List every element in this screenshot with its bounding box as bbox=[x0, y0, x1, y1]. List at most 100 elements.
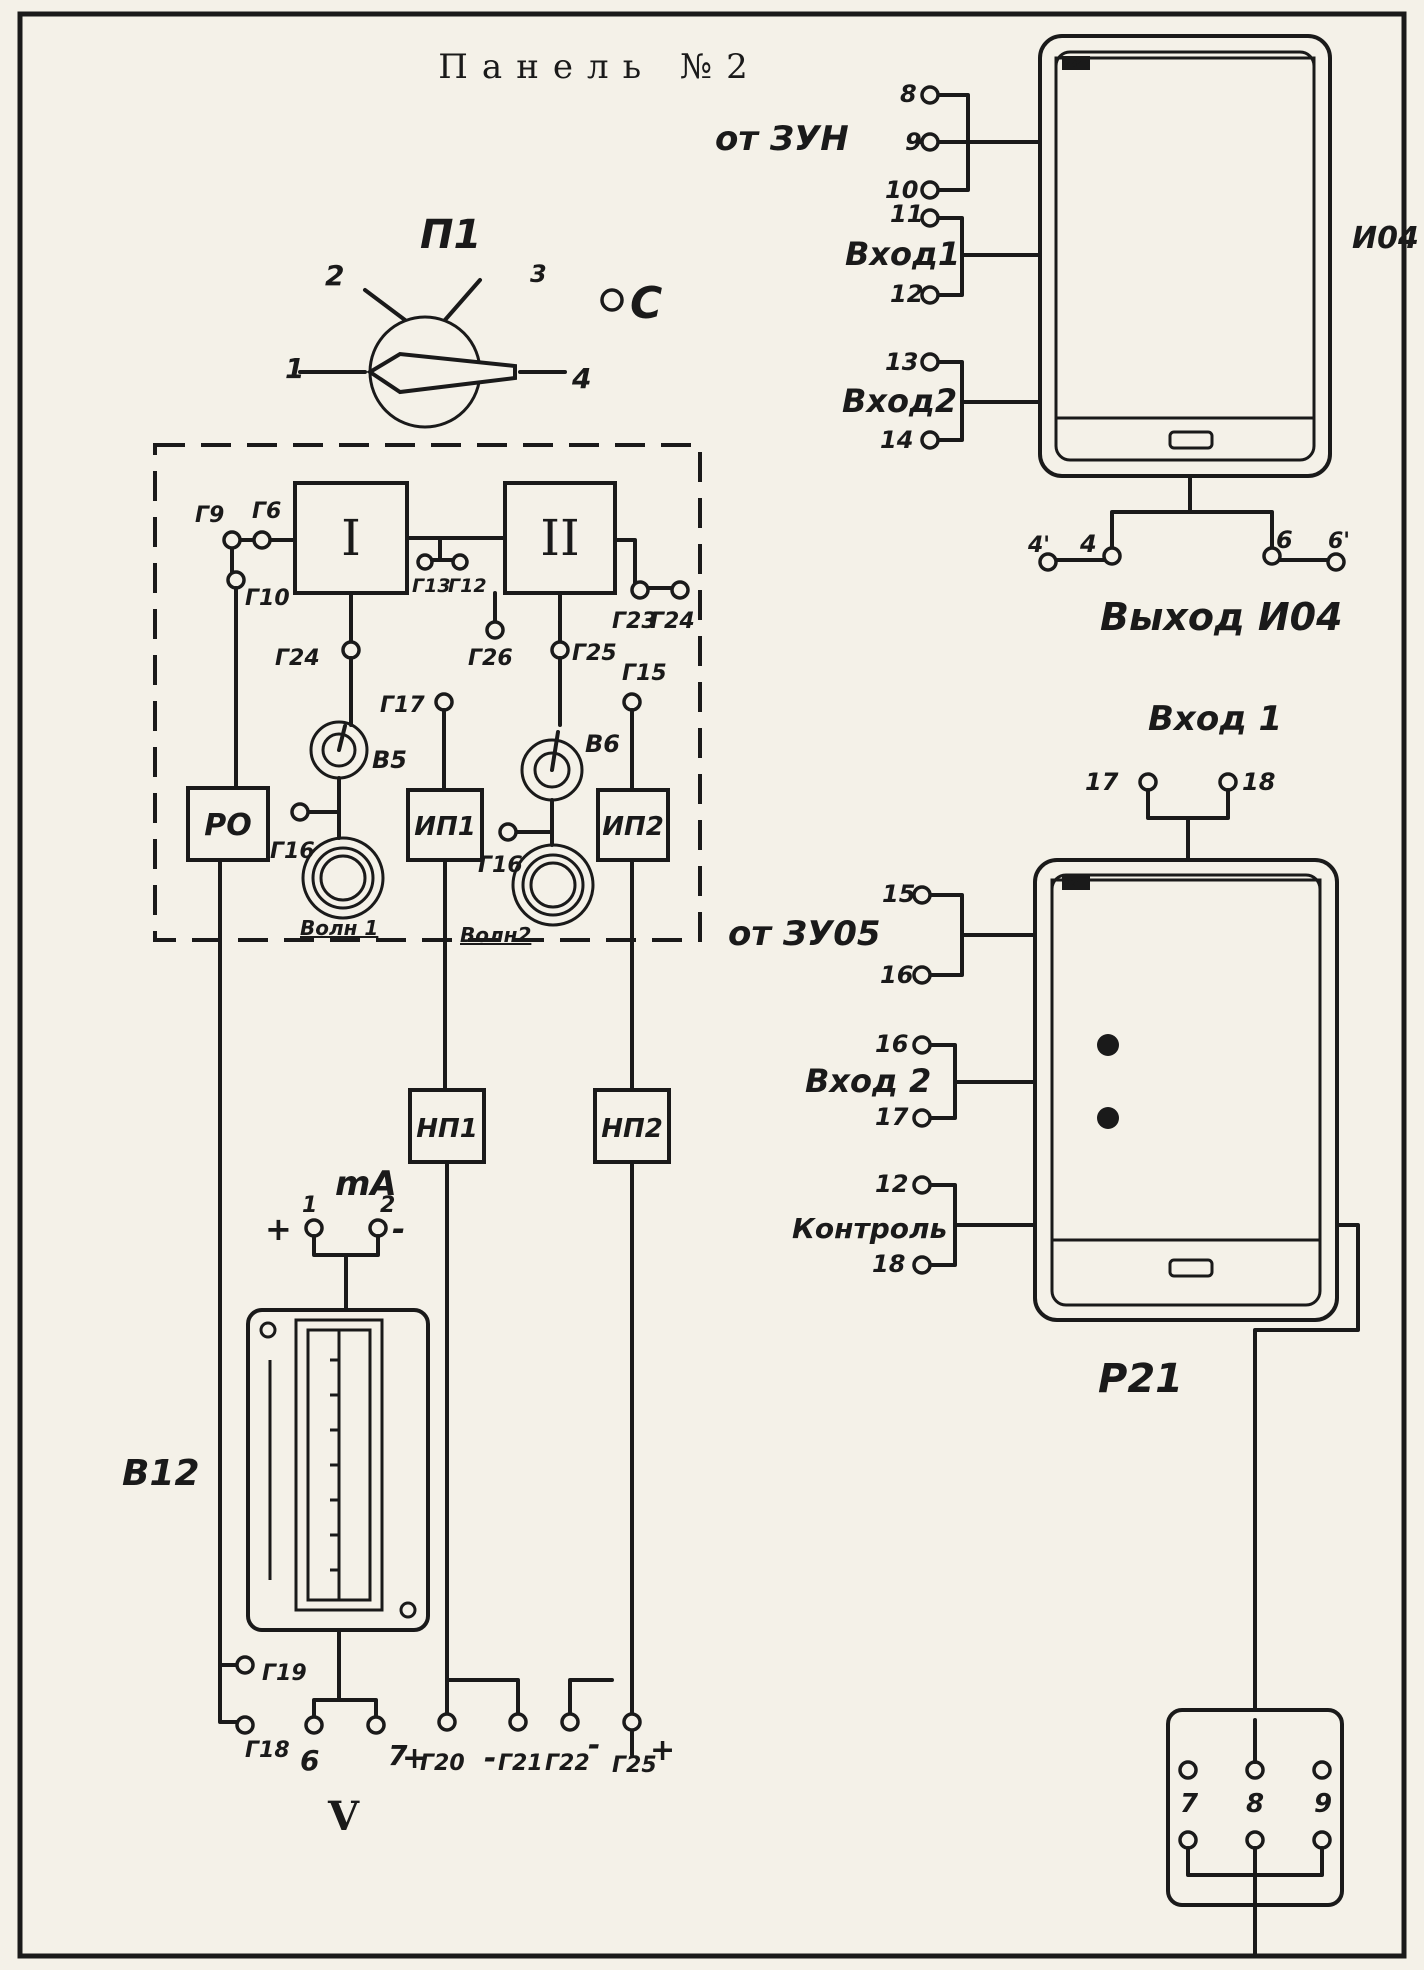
p21-term-18-top-num: 18 bbox=[1242, 768, 1275, 796]
unit-2-label: II bbox=[540, 509, 580, 567]
jack-g16b[interactable] bbox=[498, 822, 518, 842]
jack-g24[interactable] bbox=[670, 580, 690, 600]
label-g22: Г22 bbox=[545, 1751, 590, 1776]
p21-term-15[interactable] bbox=[912, 885, 932, 905]
jack-g12[interactable] bbox=[451, 553, 469, 571]
ip2-label: ИП2 bbox=[602, 812, 664, 842]
wire-g18 bbox=[218, 1668, 240, 1724]
p21-term-18[interactable] bbox=[912, 1255, 932, 1275]
connector-789[interactable] bbox=[1166, 1708, 1344, 1907]
i04-out-6-num: 6 bbox=[1276, 526, 1293, 554]
sign-plus-25: + bbox=[650, 1733, 675, 1768]
sign-minus-22: - bbox=[588, 1728, 600, 1763]
jack-g21[interactable] bbox=[508, 1712, 528, 1732]
np2-label: НП2 bbox=[601, 1114, 663, 1144]
jack-g18[interactable] bbox=[235, 1715, 255, 1735]
label-g20: Г20 bbox=[420, 1751, 465, 1776]
jack-g17[interactable] bbox=[434, 692, 454, 712]
i04-term-11[interactable] bbox=[920, 208, 940, 228]
jack-g9[interactable] bbox=[222, 530, 242, 550]
jack-g10[interactable] bbox=[226, 570, 246, 590]
jack-g26[interactable] bbox=[485, 620, 505, 640]
i04-source-label: от ЗУН bbox=[715, 119, 849, 159]
jack-g25b[interactable] bbox=[622, 1712, 642, 1732]
wire-p21-connector bbox=[1253, 1223, 1360, 1722]
ma-plus: + bbox=[265, 1210, 292, 1248]
jack-g20[interactable] bbox=[437, 1712, 457, 1732]
selector-switch[interactable]: П1 1 2 3 4 С bbox=[285, 212, 662, 429]
p21-term-17[interactable] bbox=[912, 1108, 932, 1128]
i04-term-10-num: 10 bbox=[885, 176, 918, 204]
switch-pos-1: 1 bbox=[285, 352, 304, 385]
i04-name: И04 bbox=[1352, 221, 1419, 256]
i04-out-term-4[interactable] bbox=[1102, 546, 1122, 566]
np1-label: НП1 bbox=[416, 1114, 478, 1144]
jack-g24b[interactable] bbox=[341, 640, 361, 660]
i04-term-10[interactable] bbox=[920, 180, 940, 200]
p21-term-17-num: 17 bbox=[875, 1103, 909, 1131]
i04-term-14[interactable] bbox=[920, 430, 940, 450]
i04-term-14-num: 14 bbox=[880, 426, 913, 454]
switch-lead-3 bbox=[443, 278, 482, 322]
label-lamp1: Волн 1 bbox=[300, 916, 378, 940]
jack-g25[interactable] bbox=[550, 640, 570, 660]
ro-label: РО bbox=[204, 808, 252, 843]
p21-term-16b[interactable] bbox=[912, 1035, 932, 1055]
p21-term-18-top[interactable] bbox=[1218, 772, 1238, 792]
jack-g6[interactable] bbox=[252, 530, 272, 550]
i04-term-11-num: 11 bbox=[890, 200, 923, 228]
i04-out-4-num: 4 bbox=[1079, 530, 1097, 558]
toggle-b5[interactable] bbox=[309, 720, 369, 780]
i04-term-8[interactable] bbox=[920, 85, 940, 105]
v-term-7[interactable] bbox=[366, 1715, 386, 1735]
device-p21 bbox=[1033, 858, 1339, 1322]
p21-term-16a[interactable] bbox=[912, 965, 932, 985]
label-lamp2: Волн2 bbox=[460, 923, 531, 947]
i04-term-8-num: 8 bbox=[900, 80, 917, 108]
ma-term-1[interactable] bbox=[304, 1218, 324, 1238]
label-g15: Г15 bbox=[622, 661, 667, 686]
ma-term-2[interactable] bbox=[368, 1218, 388, 1238]
jack-g19[interactable] bbox=[235, 1655, 255, 1675]
connector-term-9: 9 bbox=[1314, 1789, 1332, 1819]
label-g24: Г24 bbox=[650, 609, 695, 634]
sheet-border bbox=[17, 11, 1407, 1959]
i04-out-term-6p[interactable] bbox=[1326, 552, 1346, 572]
device-i04 bbox=[1038, 34, 1332, 478]
toggle-b6[interactable] bbox=[520, 730, 584, 802]
ma-label: mA bbox=[335, 1164, 397, 1204]
i04-out-term-4p[interactable] bbox=[1038, 552, 1058, 572]
p21-term-12[interactable] bbox=[912, 1175, 932, 1195]
jack-g16[interactable] bbox=[290, 802, 310, 822]
i04-term-9[interactable] bbox=[920, 132, 940, 152]
wire-unit2-g23 bbox=[613, 538, 682, 590]
p21-term-16b-num: 16 bbox=[875, 1030, 908, 1058]
p21-term-17-top[interactable] bbox=[1138, 772, 1158, 792]
sign-plus-20: + bbox=[402, 1741, 427, 1776]
jack-g22[interactable] bbox=[560, 1712, 580, 1732]
label-g18: Г18 bbox=[245, 1738, 290, 1763]
p21-name: Р21 bbox=[1098, 1356, 1183, 1402]
ip1-label: ИП1 bbox=[414, 812, 476, 842]
i04-term-12-num: 12 bbox=[890, 280, 923, 308]
switch-lead-2 bbox=[363, 288, 407, 322]
label-g19: Г19 bbox=[262, 1661, 307, 1686]
i04-term-13[interactable] bbox=[920, 352, 940, 372]
wire-i04-out bbox=[1046, 474, 1338, 562]
v-term-6[interactable] bbox=[304, 1715, 324, 1735]
jack-g23[interactable] bbox=[630, 580, 650, 600]
wire-i04-in1 bbox=[936, 216, 1042, 297]
v-term-7-num: 7 bbox=[388, 1739, 408, 1772]
ip2-box bbox=[596, 788, 670, 862]
ma-minus: - bbox=[392, 1210, 405, 1248]
indicator-lamp-icon bbox=[600, 288, 624, 312]
i04-out-term-6[interactable] bbox=[1262, 546, 1282, 566]
i04-term-12[interactable] bbox=[920, 285, 940, 305]
unit-1-label: I bbox=[341, 509, 361, 567]
p21-dot-1-icon bbox=[1097, 1034, 1119, 1056]
jack-g13[interactable] bbox=[416, 553, 434, 571]
jack-g15[interactable] bbox=[622, 692, 642, 712]
ma-term-1-num: 1 bbox=[302, 1193, 317, 1218]
p21-dot-2-icon bbox=[1097, 1107, 1119, 1129]
i04-term-9-num: 9 bbox=[905, 128, 922, 156]
